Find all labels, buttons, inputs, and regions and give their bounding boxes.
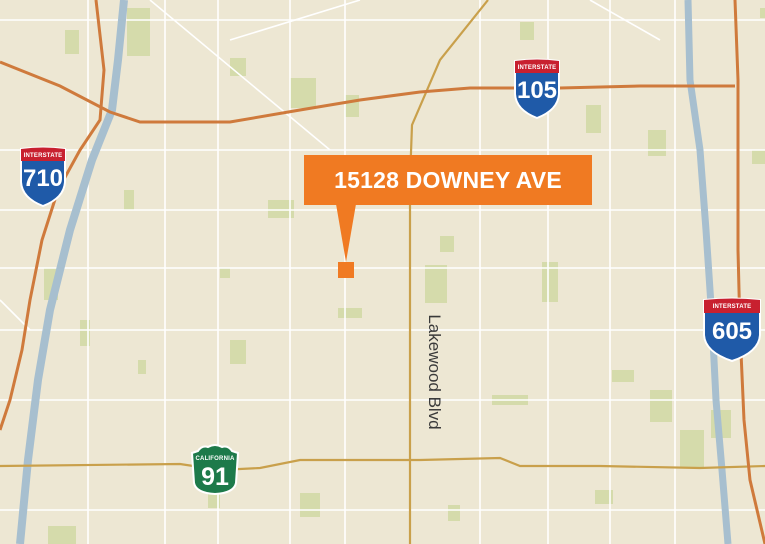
state-route-91-shield[interactable]: CALIFORNIA 91 — [188, 443, 242, 495]
callout-pointer — [336, 204, 356, 262]
address-callout: 15128 DOWNEY AVE — [304, 155, 592, 205]
interstate-605-shield[interactable]: INTERSTATE 605 — [701, 297, 763, 363]
interstate-shield-icon — [20, 146, 66, 208]
shield-number: 105 — [516, 77, 558, 104]
interstate-shield-icon — [514, 58, 560, 120]
shield-number: 605 — [711, 318, 753, 345]
shield-tag: INTERSTATE — [517, 65, 557, 71]
interstate-710-shield[interactable]: INTERSTATE 710 — [18, 146, 68, 208]
location-marker[interactable] — [338, 262, 354, 278]
shield-number: 710 — [22, 165, 64, 192]
shield-tag: INTERSTATE — [712, 304, 752, 310]
address-label: 15128 DOWNEY AVE — [334, 167, 562, 193]
shield-tag: INTERSTATE — [23, 153, 63, 159]
interstate-shield-icon — [703, 297, 761, 363]
park-areas — [44, 8, 765, 544]
shield-number: 91 — [201, 463, 229, 491]
shield-tag: CALIFORNIA — [195, 456, 235, 462]
river-channel — [16, 0, 128, 544]
street-label-lakewood-blvd: Lakewood Blvd — [425, 314, 444, 430]
river-channel-east — [684, 0, 732, 544]
state-route-shield-icon — [190, 444, 240, 495]
interstate-105-shield[interactable]: INTERSTATE 105 — [512, 58, 562, 120]
